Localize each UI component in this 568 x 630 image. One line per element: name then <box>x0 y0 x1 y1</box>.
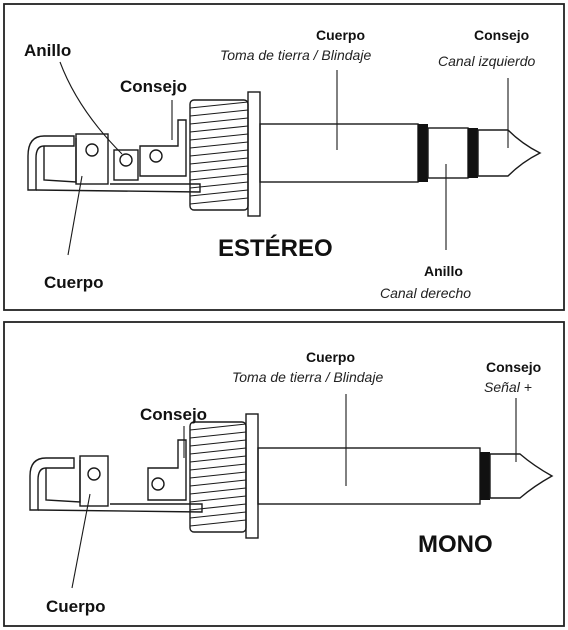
mono-sleeve-lug <box>29 457 75 511</box>
mono-leader-sleeve-left <box>71 493 91 589</box>
stereo-tip-tab <box>139 119 187 177</box>
mono-tip <box>489 453 554 499</box>
stereo-label-ring-bottom-sub: Canal derecho <box>380 285 471 301</box>
stereo-title: ESTÉREO <box>218 234 333 262</box>
stereo-label-tip-right-title: Consejo <box>474 27 529 43</box>
stereo-sleeve-tab <box>75 133 109 185</box>
mono-label-tip-right-sub: Señal + <box>484 379 532 395</box>
mono-base-bar <box>37 503 203 513</box>
stereo-label-sleeve-top-title: Cuerpo <box>316 27 365 43</box>
mono-label-sleeve-left: Cuerpo <box>46 597 106 616</box>
mono-tip-tab <box>147 439 187 501</box>
mono-label-tip-left: Consejo <box>140 405 207 424</box>
stereo-ring-tab <box>113 149 139 181</box>
mono-leaders <box>71 394 517 589</box>
mono-panel: Consejo Cuerpo Cuerpo Toma de tierra / B… <box>3 321 565 627</box>
mono-label-sleeve-top-title: Cuerpo <box>306 349 355 365</box>
mono-sleeve-tab <box>79 455 109 507</box>
stereo-leader-ring-left <box>59 61 123 155</box>
stereo-label-tip-left: Consejo <box>120 77 187 96</box>
stereo-insulator-1 <box>418 124 428 182</box>
mono-panel-border <box>3 321 565 627</box>
mono-title: MONO <box>418 531 493 558</box>
stereo-label-sleeve-left: Cuerpo <box>44 273 104 292</box>
stereo-insulator-2 <box>468 128 478 178</box>
mono-label-sleeve-top-sub: Toma de tierra / Blindaje <box>232 369 383 385</box>
stereo-sleeve-lug <box>27 135 75 191</box>
stereo-ring-hole <box>119 153 133 167</box>
stereo-tip-hole <box>149 149 163 163</box>
mono-insulator <box>480 452 490 500</box>
stereo-label-sleeve-top-sub: Toma de tierra / Blindaje <box>220 47 371 63</box>
stereo-leaders <box>59 61 509 256</box>
mono-sleeve-hole <box>87 467 101 481</box>
stereo-leader-sleeve-left <box>67 175 83 256</box>
mono-jack-drawing <box>29 413 554 539</box>
mono-label-tip-right-title: Consejo <box>486 359 541 375</box>
stereo-base-bar <box>35 183 201 193</box>
stereo-label-ring-bottom-title: Anillo <box>424 263 463 279</box>
mono-tip-hole <box>151 477 165 491</box>
stereo-sleeve-hole <box>85 143 99 157</box>
stereo-jack-drawing <box>27 91 542 217</box>
stereo-label-ring-left: Anillo <box>24 41 71 60</box>
stereo-tip <box>477 129 542 177</box>
stereo-label-tip-right-sub: Canal izquierdo <box>438 53 535 69</box>
stereo-panel: Anillo Consejo Cuerpo Cuerpo Toma de tie… <box>3 3 565 311</box>
